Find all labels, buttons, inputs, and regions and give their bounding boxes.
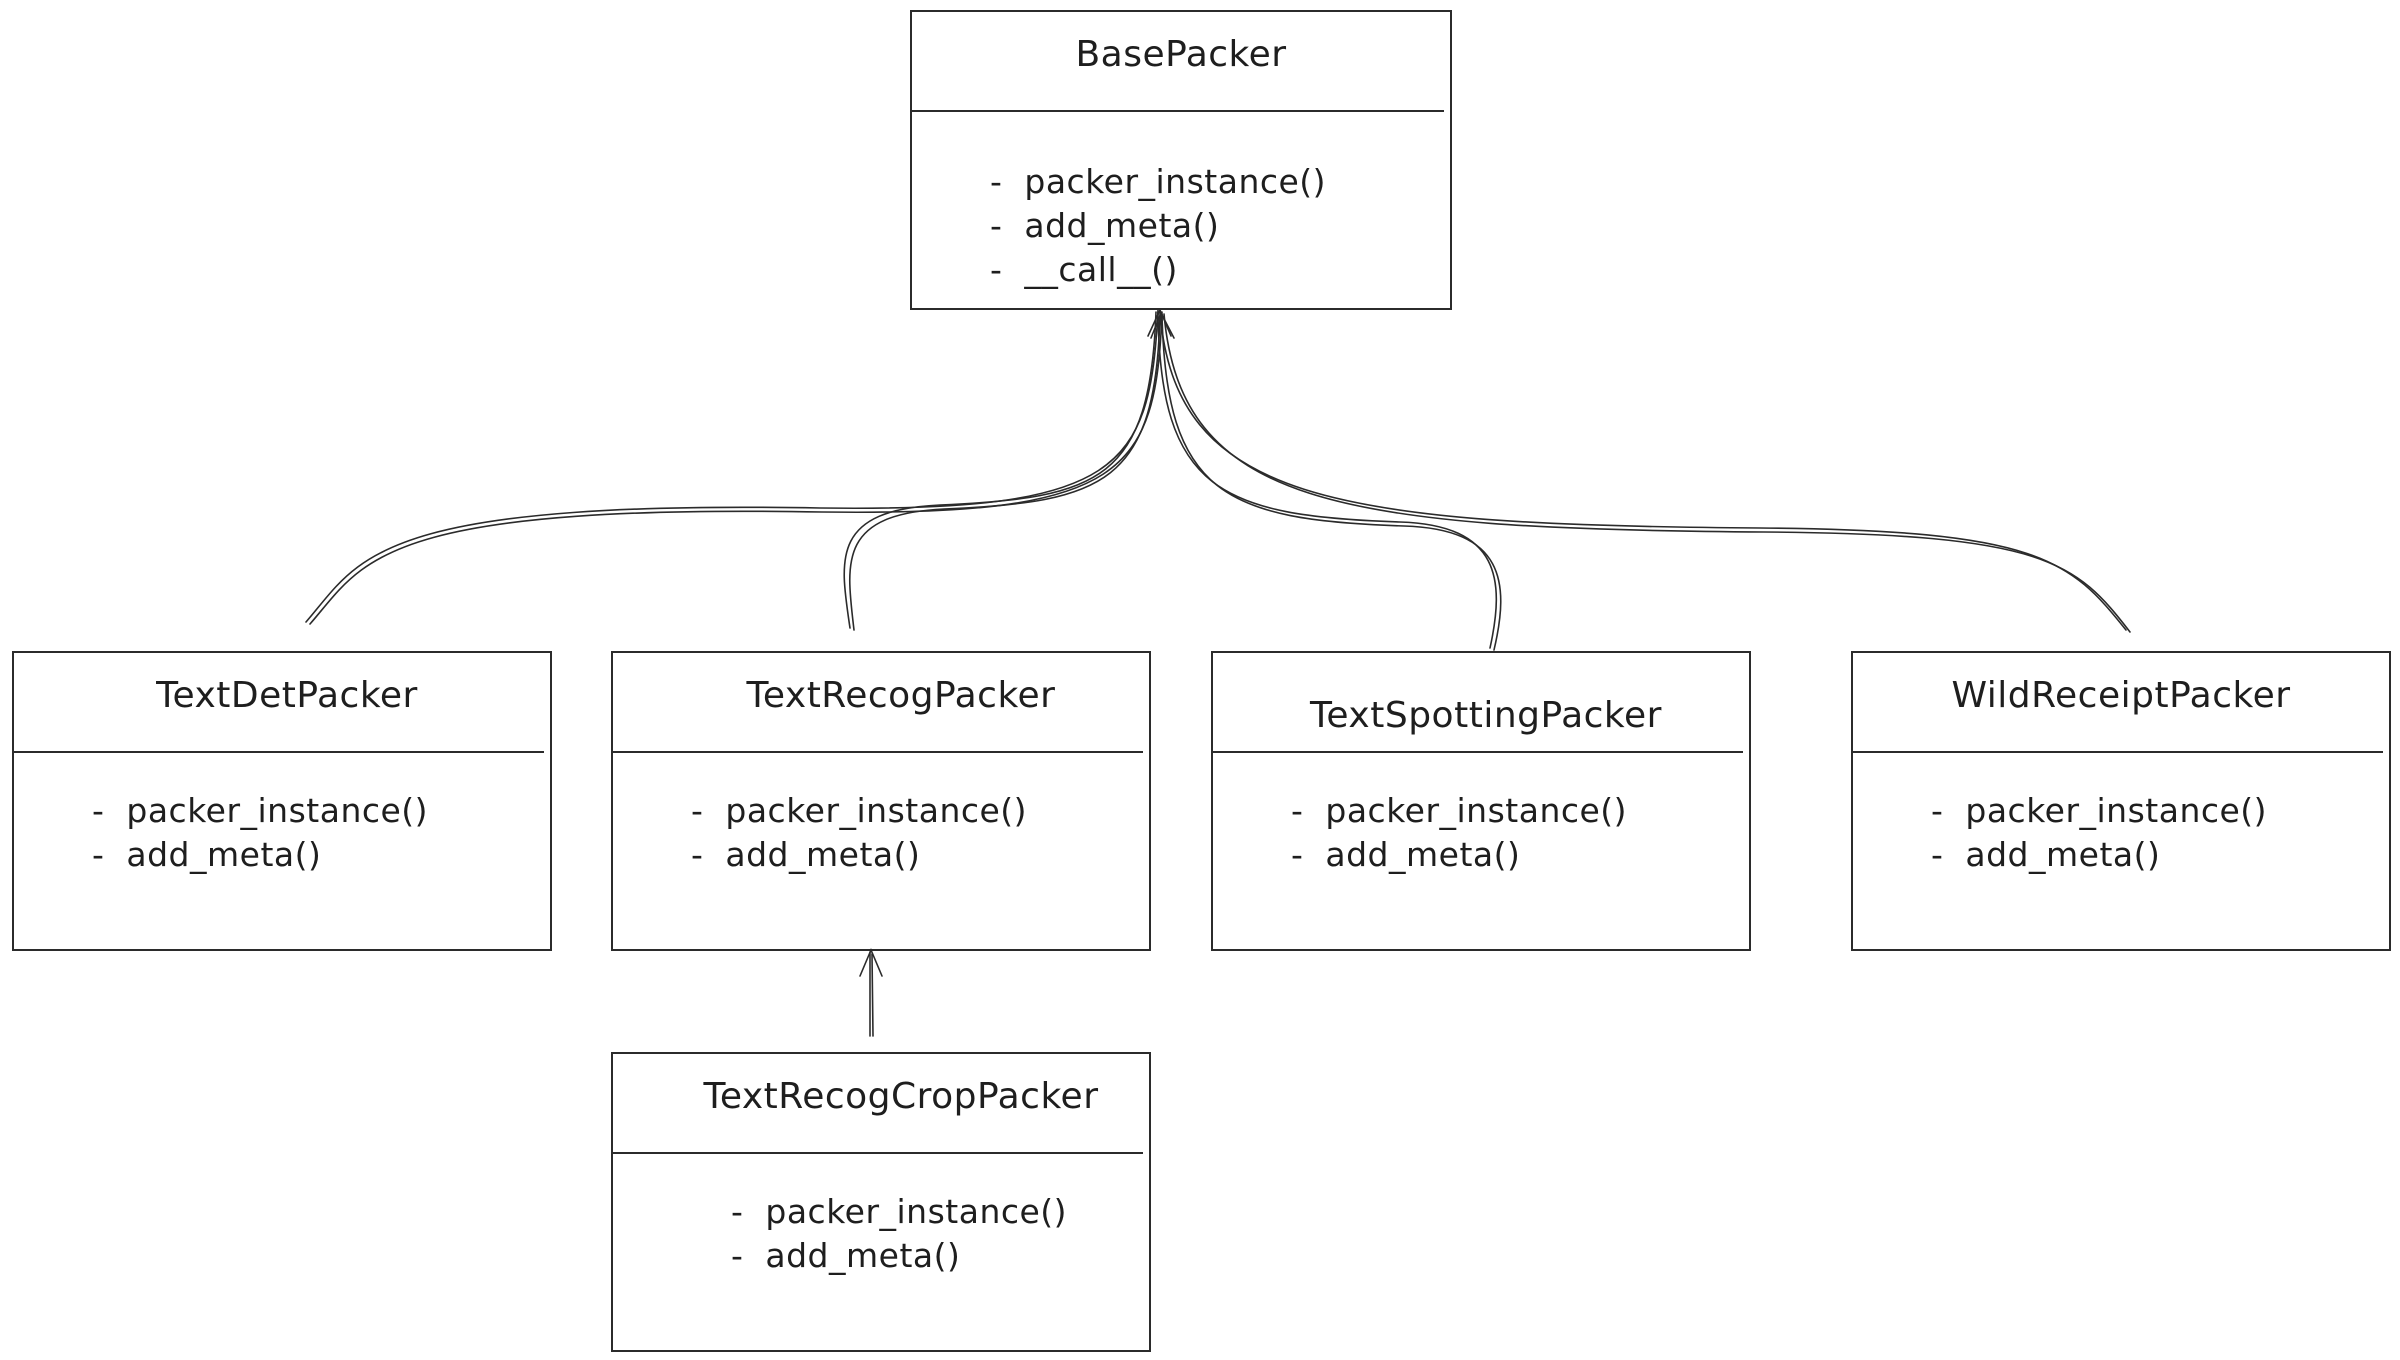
class-divider bbox=[1213, 751, 1743, 753]
method-item: __call__() bbox=[990, 248, 1326, 292]
class-box-textrecogcroppacker[interactable]: TextRecogCropPacker packer_instance() ad… bbox=[611, 1052, 1151, 1352]
method-item: packer_instance() bbox=[1291, 789, 1627, 833]
method-list: packer_instance() add_meta() __call__() bbox=[990, 160, 1326, 292]
class-box-wildreceiptpacker[interactable]: WildReceiptPacker packer_instance() add_… bbox=[1851, 651, 2391, 951]
class-divider bbox=[613, 1152, 1143, 1154]
class-divider bbox=[912, 110, 1444, 112]
class-name: TextRecogCropPacker bbox=[703, 1076, 1099, 1117]
method-item: packer_instance() bbox=[92, 789, 428, 833]
class-divider bbox=[14, 751, 544, 753]
method-item: packer_instance() bbox=[990, 160, 1326, 204]
method-list: packer_instance() add_meta() bbox=[731, 1190, 1067, 1278]
class-name: TextDetPacker bbox=[156, 675, 418, 716]
method-item: packer_instance() bbox=[691, 789, 1027, 833]
arrowhead-base bbox=[1147, 308, 1175, 339]
method-item: add_meta() bbox=[691, 833, 1027, 877]
edge-wildreceipt-to-base bbox=[1159, 311, 2131, 633]
class-box-textspottingpacker[interactable]: TextSpottingPacker packer_instance() add… bbox=[1211, 651, 1751, 951]
method-list: packer_instance() add_meta() bbox=[92, 789, 428, 877]
edge-textrecog-to-base bbox=[843, 311, 1161, 631]
class-box-basepacker[interactable]: BasePacker packer_instance() add_meta() … bbox=[910, 10, 1452, 310]
method-item: add_meta() bbox=[1291, 833, 1627, 877]
method-item: add_meta() bbox=[990, 204, 1326, 248]
class-divider bbox=[613, 751, 1143, 753]
edge-textspotting-to-base bbox=[1157, 311, 1502, 651]
class-divider bbox=[1853, 751, 2383, 753]
method-item: add_meta() bbox=[92, 833, 428, 877]
class-name: WildReceiptPacker bbox=[1951, 675, 2291, 716]
method-item: packer_instance() bbox=[731, 1190, 1067, 1234]
edge-textdet-to-base bbox=[305, 309, 1163, 625]
class-name: TextRecogPacker bbox=[746, 675, 1056, 716]
edge-textrecogcrop-to-textrecog bbox=[859, 947, 883, 1037]
method-list: packer_instance() add_meta() bbox=[1291, 789, 1627, 877]
method-item: add_meta() bbox=[731, 1234, 1067, 1278]
class-name: TextSpottingPacker bbox=[1310, 695, 1662, 736]
class-name: BasePacker bbox=[1075, 34, 1287, 75]
method-item: add_meta() bbox=[1931, 833, 2267, 877]
class-box-textdetpacker[interactable]: TextDetPacker packer_instance() add_meta… bbox=[12, 651, 552, 951]
method-item: packer_instance() bbox=[1931, 789, 2267, 833]
class-box-textrecogpacker[interactable]: TextRecogPacker packer_instance() add_me… bbox=[611, 651, 1151, 951]
method-list: packer_instance() add_meta() bbox=[691, 789, 1027, 877]
method-list: packer_instance() add_meta() bbox=[1931, 789, 2267, 877]
